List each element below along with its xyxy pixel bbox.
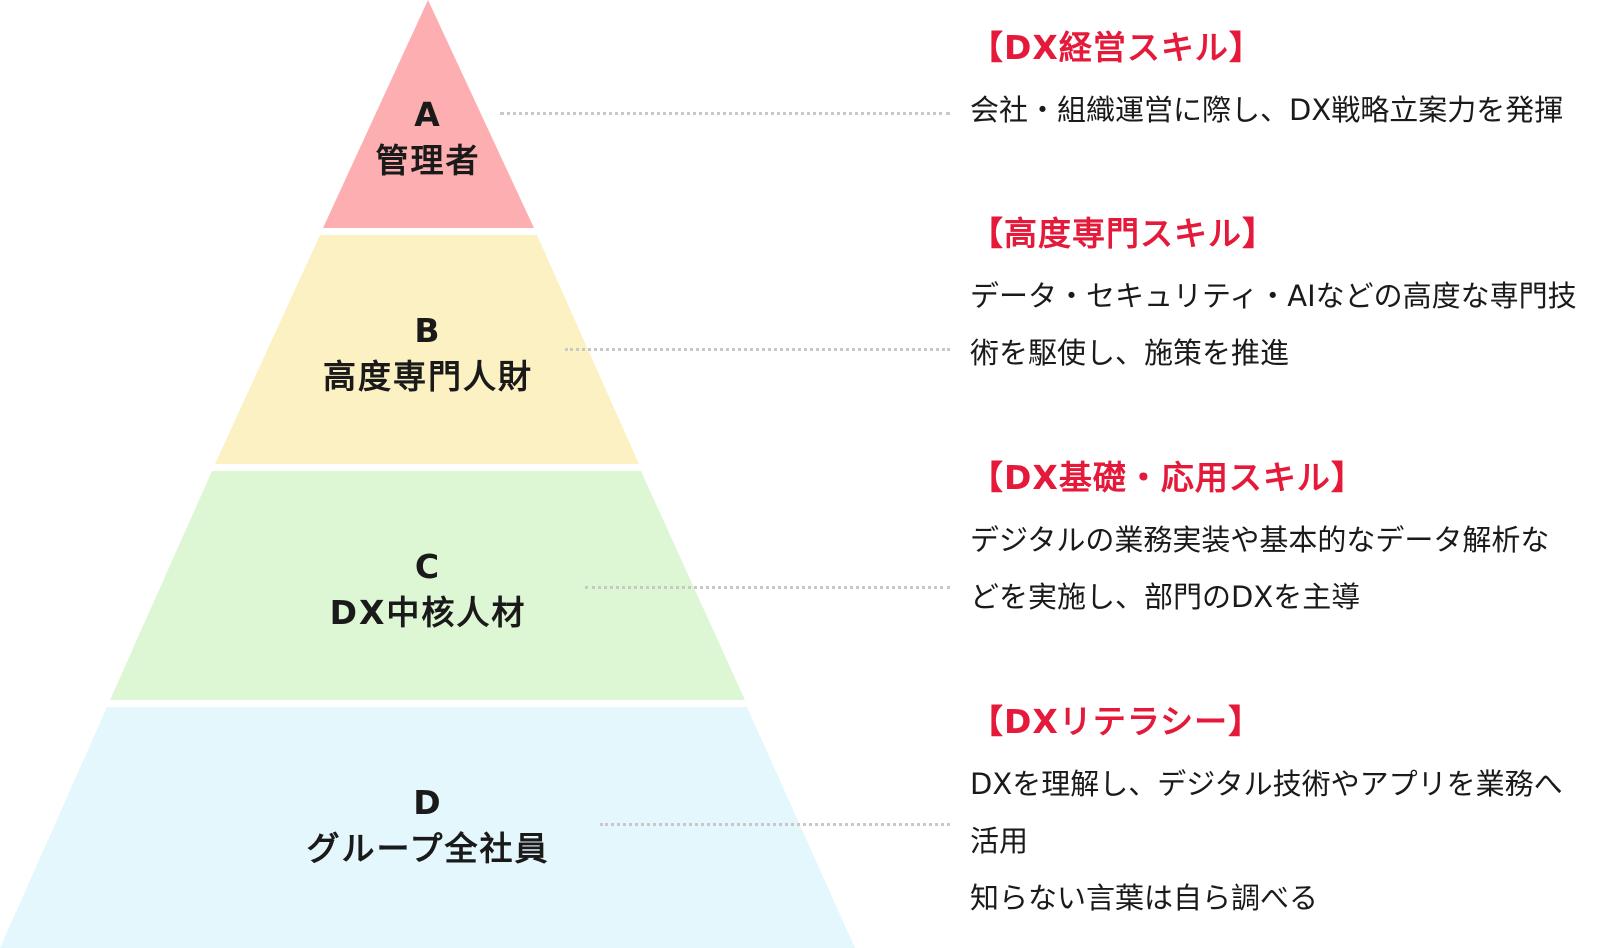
tier-b-name: 高度専門人財 [323, 357, 533, 396]
tier-d-description: 【DXリテラシー】 DXを理解し、デジタル技術やアプリを業務へ 活用 知らない言… [970, 700, 1620, 927]
tier-a-letter: A [414, 95, 442, 134]
tier-b-label: B 高度専門人財 [213, 308, 643, 400]
tier-b-shape [215, 235, 639, 464]
tier-a-name: 管理者 [375, 141, 481, 180]
connector-c [585, 586, 950, 589]
connector-b [565, 348, 950, 351]
tier-c-description: 【DX基礎・応用スキル】 デジタルの業務実装や基本的なデータ解析な どを実施し、… [970, 456, 1620, 626]
tier-d-shape [0, 707, 855, 948]
tier-b-line-1: データ・セキュリティ・AIなどの高度な専門技 [970, 279, 1577, 313]
tier-b-description: 【高度専門スキル】 データ・セキュリティ・AIなどの高度な専門技 術を駆使し、施… [970, 212, 1620, 382]
tier-d-line-2: 活用 [970, 824, 1029, 858]
tier-c-line-2: どを実施し、部門のDXを主導 [970, 580, 1361, 614]
tier-a-shape [323, 0, 534, 228]
tier-d-skill-heading: 【DXリテラシー】 [970, 702, 1263, 741]
tier-b-line-2: 術を駆使し、施策を推進 [970, 336, 1290, 370]
tier-d-line-3: 知らない言葉は自ら調べる [970, 881, 1319, 915]
tier-c-letter: C [414, 547, 442, 586]
tier-c-label: C DX中核人材 [213, 544, 643, 636]
tier-b-letter: B [414, 311, 442, 350]
tier-c-shape [110, 471, 745, 700]
tier-d-line-1: DXを理解し、デジタル技術やアプリを業務へ [970, 767, 1563, 801]
tier-a-label: A 管理者 [213, 92, 643, 184]
tier-d-name: グループ全社員 [306, 829, 550, 868]
tier-a-description: 【DX経営スキル】 会社・組織運営に際し、DX戦略立案力を発揮 [970, 26, 1620, 139]
tier-c-name: DX中核人材 [329, 593, 527, 632]
tier-c-skill-heading: 【DX基礎・応用スキル】 [970, 458, 1365, 497]
connector-d [600, 823, 950, 826]
tier-d-label: D グループ全社員 [213, 780, 643, 872]
tier-a-line-1: 会社・組織運営に際し、DX戦略立案力を発揮 [970, 93, 1564, 127]
pyramid-diagram [0, 0, 855, 948]
tier-d-letter: D [413, 783, 443, 822]
tier-b-skill-heading: 【高度専門スキル】 [970, 214, 1276, 253]
connector-a [500, 112, 950, 115]
tier-a-skill-heading: 【DX経営スキル】 [970, 28, 1263, 67]
tier-c-line-1: デジタルの業務実装や基本的なデータ解析な [970, 523, 1550, 557]
